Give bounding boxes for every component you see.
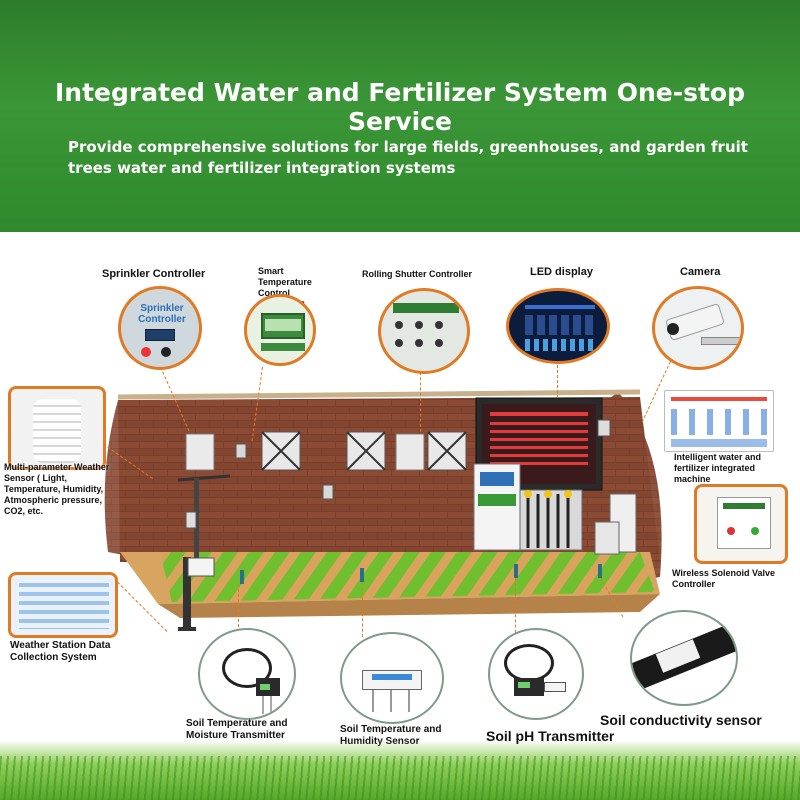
exhaust-fan bbox=[427, 431, 467, 471]
shutter-box bbox=[395, 433, 425, 471]
brick-left-wall bbox=[104, 400, 160, 562]
leader-line bbox=[557, 360, 558, 398]
system-diagram: Sprinkler Controller Smart Temperature C… bbox=[0, 232, 800, 800]
grass-blades bbox=[0, 756, 800, 800]
led-display-photo bbox=[506, 288, 610, 364]
greenhouse-illustration bbox=[104, 389, 662, 631]
label-sprinkler-controller: Sprinkler Controller bbox=[102, 268, 206, 280]
page-title: Integrated Water and Fertilizer System O… bbox=[54, 78, 746, 136]
sprinkler-controller-photo: Sprinkler Controller bbox=[118, 286, 202, 370]
leader-line bbox=[420, 372, 421, 432]
header-banner: Integrated Water and Fertilizer System O… bbox=[0, 0, 800, 232]
weather-station-photo bbox=[8, 572, 118, 638]
camera-photo bbox=[652, 286, 744, 370]
soil-ph-photo bbox=[488, 628, 584, 720]
label-weather-station: Weather Station Data Collection System bbox=[10, 640, 111, 663]
temp-box bbox=[235, 443, 247, 459]
leader-line bbox=[515, 578, 516, 638]
soil-temp-moisture-photo bbox=[198, 628, 296, 720]
label-wireless-valve: Wireless Solenoid Valve Controller bbox=[672, 568, 775, 589]
page-subtitle: Provide comprehensive solutions for larg… bbox=[68, 138, 748, 177]
soil-conductivity-photo bbox=[630, 610, 738, 706]
sprinkler-screen-text: Sprinkler Controller bbox=[138, 303, 186, 325]
label-rolling-shutter: Rolling Shutter Controller bbox=[362, 269, 472, 279]
exhaust-fan bbox=[261, 431, 301, 471]
exhaust-fan bbox=[346, 431, 386, 471]
data-logger bbox=[187, 557, 215, 577]
weather-sensor-photo bbox=[8, 386, 106, 470]
wall-camera bbox=[597, 419, 611, 437]
leader-line bbox=[362, 582, 363, 637]
soil-temp-humidity-photo bbox=[340, 632, 444, 724]
weather-pole bbox=[183, 557, 191, 629]
valve-manifold bbox=[519, 489, 583, 551]
wireless-valve-photo bbox=[694, 484, 788, 564]
label-camera: Camera bbox=[680, 266, 721, 278]
planting-beds bbox=[160, 552, 655, 602]
label-soil-temp-moisture: Soil Temperature and Moisture Transmitte… bbox=[186, 718, 288, 741]
smart-temperature-photo bbox=[244, 294, 316, 366]
label-soil-conductivity: Soil conductivity sensor bbox=[600, 712, 762, 728]
label-led-display: LED display bbox=[530, 266, 593, 278]
sprinkler-box bbox=[185, 433, 215, 471]
sensor-box bbox=[322, 484, 334, 500]
rolling-shutter-photo bbox=[378, 288, 470, 374]
intelligent-machine-diagram bbox=[664, 390, 774, 452]
leader-line bbox=[238, 584, 239, 642]
label-intelligent-machine: Intelligent water and fertilizer integra… bbox=[674, 452, 762, 484]
label-weather-sensor: Multi-parameter Weather Sensor ( Light, … bbox=[4, 462, 110, 516]
